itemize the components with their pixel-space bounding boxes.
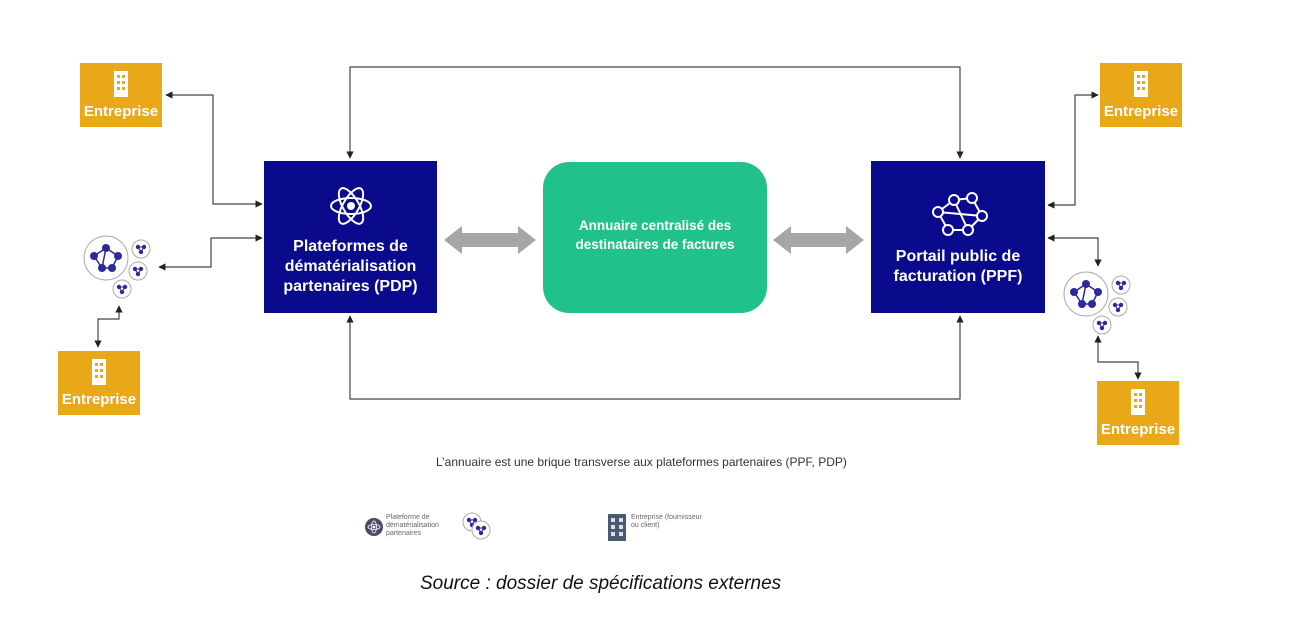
- annuaire-node: Annuaire centralisé des destinataires de…: [543, 162, 767, 313]
- building-icon: [1131, 388, 1145, 415]
- ppf-node: Portail public de facturation (PPF): [871, 161, 1045, 313]
- connector-operators-left: [158, 234, 263, 271]
- double-arrow-left: [444, 226, 536, 254]
- annuaire-label: Annuaire centralisé des destinataires de…: [575, 217, 735, 252]
- operators-cluster-left: [83, 235, 151, 299]
- diagram-caption: L’annuaire est une brique transverse aux…: [436, 455, 847, 469]
- entreprise-box-bottom-right: Entreprise: [1097, 381, 1179, 445]
- legend-operators-icon: [462, 512, 491, 540]
- legend-pdp-icon: [365, 518, 383, 536]
- connector-operators-right: [1047, 234, 1102, 267]
- atom-icon: [329, 187, 372, 225]
- entreprise-label: Entreprise: [1100, 420, 1176, 438]
- entreprise-label: Entreprise: [1103, 102, 1179, 120]
- entreprise-box-top-right: Entreprise: [1100, 63, 1182, 127]
- legend-entreprise-label: Entreprise (fournisseur ou client): [631, 514, 702, 529]
- loop-top-line: [346, 66, 964, 159]
- double-arrow-right: [773, 226, 864, 254]
- pdp-node: Plateformes de dématérialisation partena…: [264, 161, 437, 313]
- network-icon: [932, 192, 988, 236]
- legend-entreprise-icon: [608, 514, 626, 541]
- connector-ent-top-right: [1047, 91, 1099, 209]
- connector-ent-bottom-left: [94, 305, 123, 348]
- entreprise-label: Entreprise: [61, 390, 137, 408]
- entreprise-label: Entreprise: [83, 102, 159, 120]
- entreprise-box-bottom-left: Entreprise: [58, 351, 140, 415]
- connector-ent-bottom-right: [1094, 335, 1142, 380]
- ppf-label: Portail public de facturation (PPF): [893, 248, 1023, 285]
- building-icon: [92, 358, 106, 385]
- operators-cluster-right: [1063, 271, 1131, 335]
- loop-bottom-line: [346, 315, 964, 400]
- connector-ent-top-left: [165, 91, 263, 208]
- legend-pdp-label: Plateforme de dématérialisation partenai…: [386, 514, 439, 537]
- entreprise-box-top-left: Entreprise: [80, 63, 162, 127]
- building-icon: [114, 70, 128, 97]
- source-note: Source : dossier de spécifications exter…: [420, 573, 782, 594]
- building-icon: [1134, 70, 1148, 97]
- pdp-label: Plateformes de dématérialisation partena…: [283, 238, 418, 295]
